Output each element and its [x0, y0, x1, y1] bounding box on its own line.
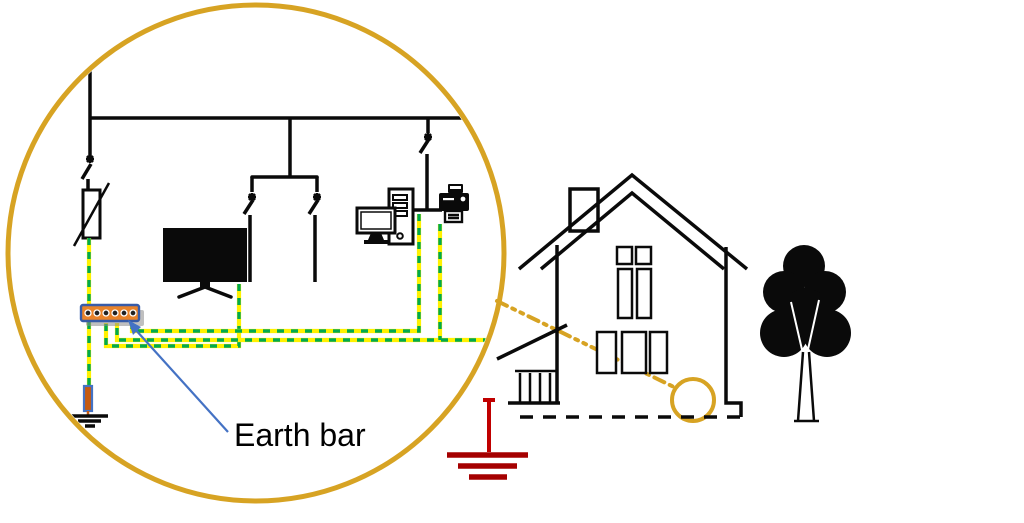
tower-power-button — [396, 232, 404, 240]
terminal — [111, 309, 119, 317]
porch — [496, 323, 568, 405]
tower-slot — [392, 202, 408, 209]
tree-trunk — [794, 351, 819, 423]
earth-bar-callout: Earth bar — [128, 320, 366, 453]
breaker-switch-icon — [80, 155, 94, 180]
attic-window — [615, 245, 634, 266]
desktop-computer-icon — [355, 187, 415, 246]
magnifier-callout — [5, 2, 507, 504]
earth-wire-printer-stripe — [115, 224, 490, 342]
magnifier-ring — [5, 2, 507, 504]
ground-lines — [71, 414, 108, 428]
terminal — [129, 309, 137, 317]
printer-body — [439, 193, 469, 211]
circuit-detail — [71, 40, 501, 428]
ground-window — [595, 330, 618, 375]
printer-buttons — [443, 198, 454, 201]
breaker-switch-icon — [307, 193, 321, 282]
earth-bar-terminals — [84, 309, 137, 317]
pc-stand-base — [364, 240, 388, 244]
tree-branches — [790, 299, 820, 355]
printer-lamp — [460, 196, 466, 202]
upper-window — [616, 267, 634, 320]
surge-arrester-icon — [72, 182, 111, 247]
earth-bar-label: Earth bar — [234, 417, 366, 453]
magnifier-target-circle — [670, 377, 716, 423]
tv-screen — [163, 228, 247, 282]
breaker-switch-icon — [418, 133, 432, 154]
computer-branch — [355, 118, 469, 246]
porch-balusters — [518, 373, 552, 402]
magnifier-lens-fill — [8, 5, 504, 501]
switch-blade — [418, 138, 431, 154]
ground-window — [648, 330, 669, 375]
printer-icon — [439, 184, 469, 224]
roof — [517, 172, 749, 271]
terminal — [93, 309, 101, 317]
leader-arrowhead-icon — [128, 320, 141, 335]
terminal — [102, 309, 110, 317]
printer-paper-top — [450, 186, 461, 189]
terminal — [120, 309, 128, 317]
switch-blade — [242, 199, 255, 215]
switch-blade — [80, 163, 93, 180]
ground-window — [620, 330, 648, 375]
contact-star — [424, 133, 432, 141]
printer-output-paper — [443, 209, 464, 224]
leader-arrow-line — [133, 327, 229, 433]
earth-electrode-red-symbol — [447, 398, 528, 480]
earth-symbol-bars — [447, 452, 528, 480]
porch-roof — [496, 323, 568, 361]
tree-icon — [760, 245, 851, 423]
contact-star — [248, 193, 256, 201]
arrester-diagonal — [72, 182, 111, 247]
earth-bar-icon — [79, 303, 144, 326]
pc-screen-inner — [360, 211, 392, 230]
earth-electrode-icon — [82, 384, 94, 416]
breaker-switch-icon — [242, 193, 256, 282]
house-icon — [496, 172, 749, 419]
earth-symbol-stem — [483, 398, 495, 452]
electrode-rod — [82, 384, 94, 413]
tv-legs — [177, 285, 233, 299]
upper-window — [635, 267, 653, 320]
tv-branch — [163, 118, 321, 299]
terminal — [84, 309, 92, 317]
attic-window — [634, 245, 653, 266]
equipment-feed — [413, 154, 442, 212]
tv-monitor-icon — [163, 228, 247, 299]
earth-bar-body — [79, 303, 141, 323]
contact-star — [313, 193, 321, 201]
tower-slot — [392, 194, 408, 201]
earth-wire-tv-stripe — [104, 284, 241, 348]
house-windows — [595, 245, 669, 375]
printer-paper-lines — [448, 213, 459, 220]
tv-neck — [200, 282, 210, 288]
right-wall — [724, 247, 743, 417]
canopy-lobe — [779, 289, 833, 343]
ground-symbol-icon — [71, 414, 108, 428]
surge-arrester-branch — [72, 118, 111, 247]
roof-inner-line — [539, 190, 726, 271]
branch-stubs — [250, 177, 319, 192]
pc-stand — [368, 233, 384, 240]
contact-star — [86, 155, 94, 163]
switch-blade — [307, 199, 320, 215]
